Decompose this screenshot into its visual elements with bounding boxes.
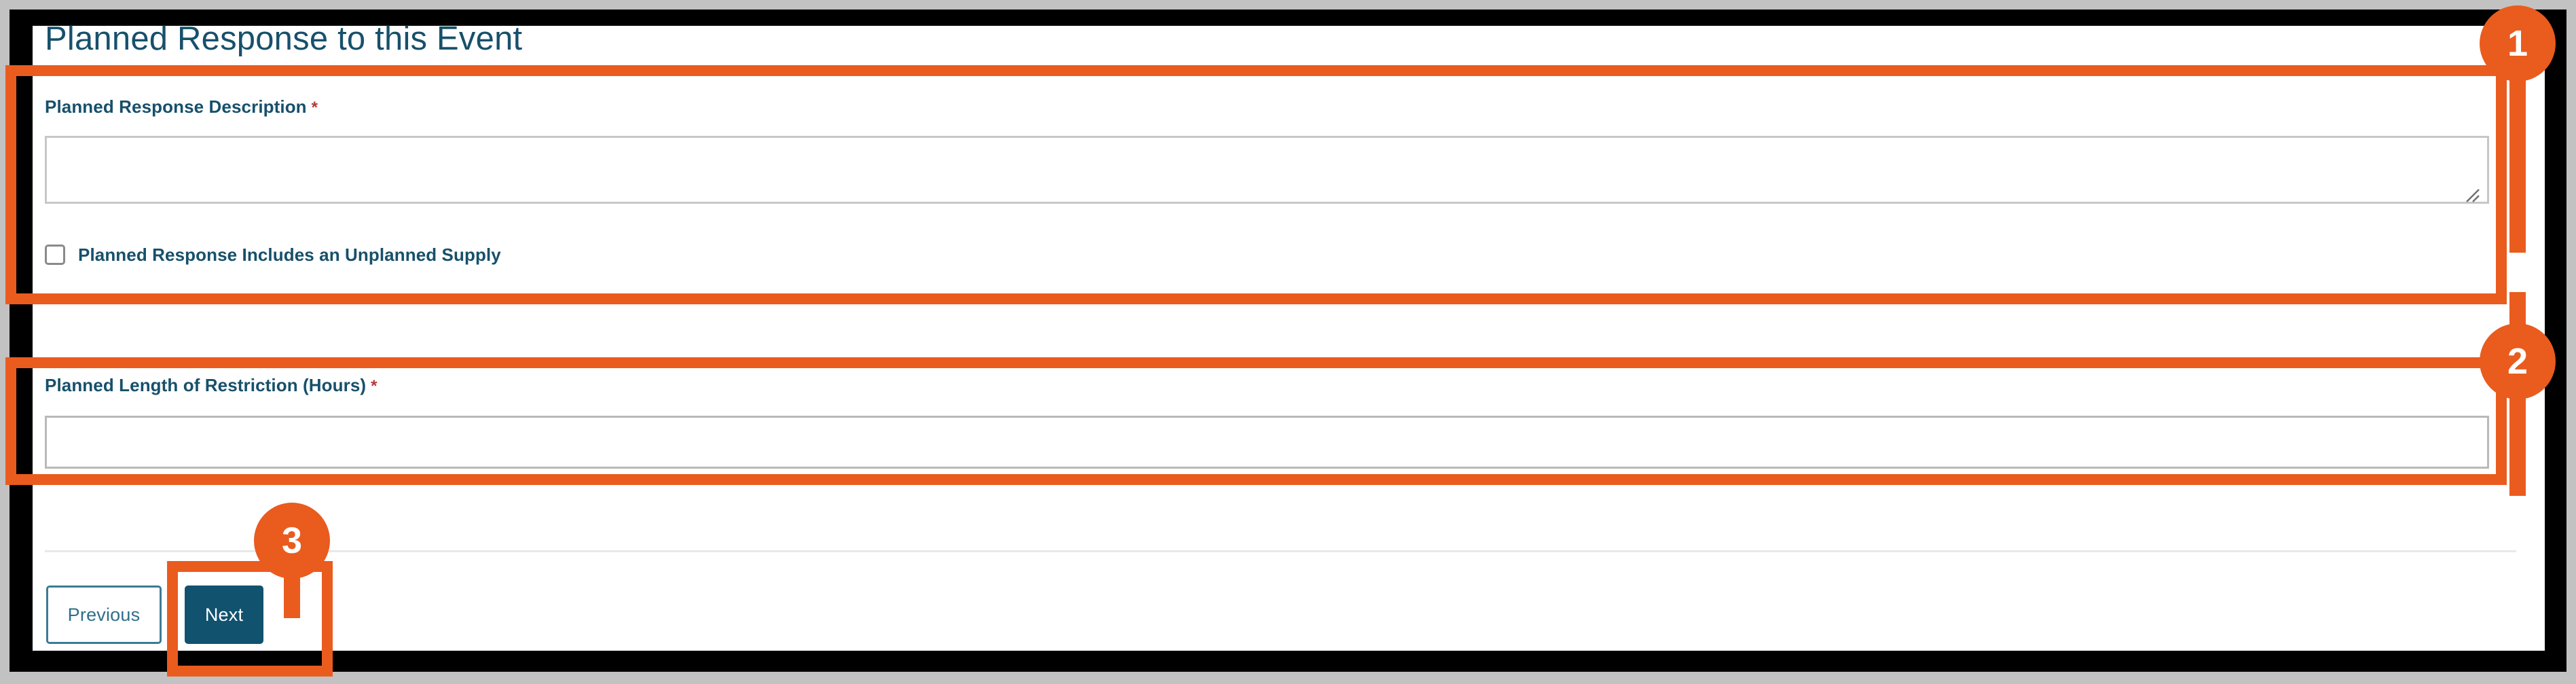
planned-response-description-textarea[interactable] — [45, 136, 2489, 204]
next-button[interactable]: Next — [185, 586, 263, 644]
planned-length-of-restriction-label: Planned Length of Restriction (Hours)* — [45, 375, 378, 397]
required-asterisk-icon: * — [311, 98, 318, 117]
required-asterisk-icon-2: * — [371, 377, 378, 395]
planned-response-description-label: Planned Response Description* — [45, 96, 318, 118]
unplanned-supply-checkbox-label[interactable]: Planned Response Includes an Unplanned S… — [78, 245, 501, 265]
previous-button[interactable]: Previous — [46, 586, 162, 644]
unplanned-supply-checkbox-row[interactable]: Planned Response Includes an Unplanned S… — [45, 245, 501, 265]
planned-length-of-restriction-input[interactable] — [45, 416, 2489, 469]
planned-response-description-label-text: Planned Response Description — [45, 96, 307, 117]
page-surface — [33, 26, 2545, 651]
unplanned-supply-checkbox[interactable] — [45, 245, 65, 265]
planned-length-of-restriction-label-text: Planned Length of Restriction (Hours) — [45, 375, 367, 395]
footer-divider — [45, 550, 2516, 552]
page-title: Planned Response to this Event — [45, 20, 523, 57]
